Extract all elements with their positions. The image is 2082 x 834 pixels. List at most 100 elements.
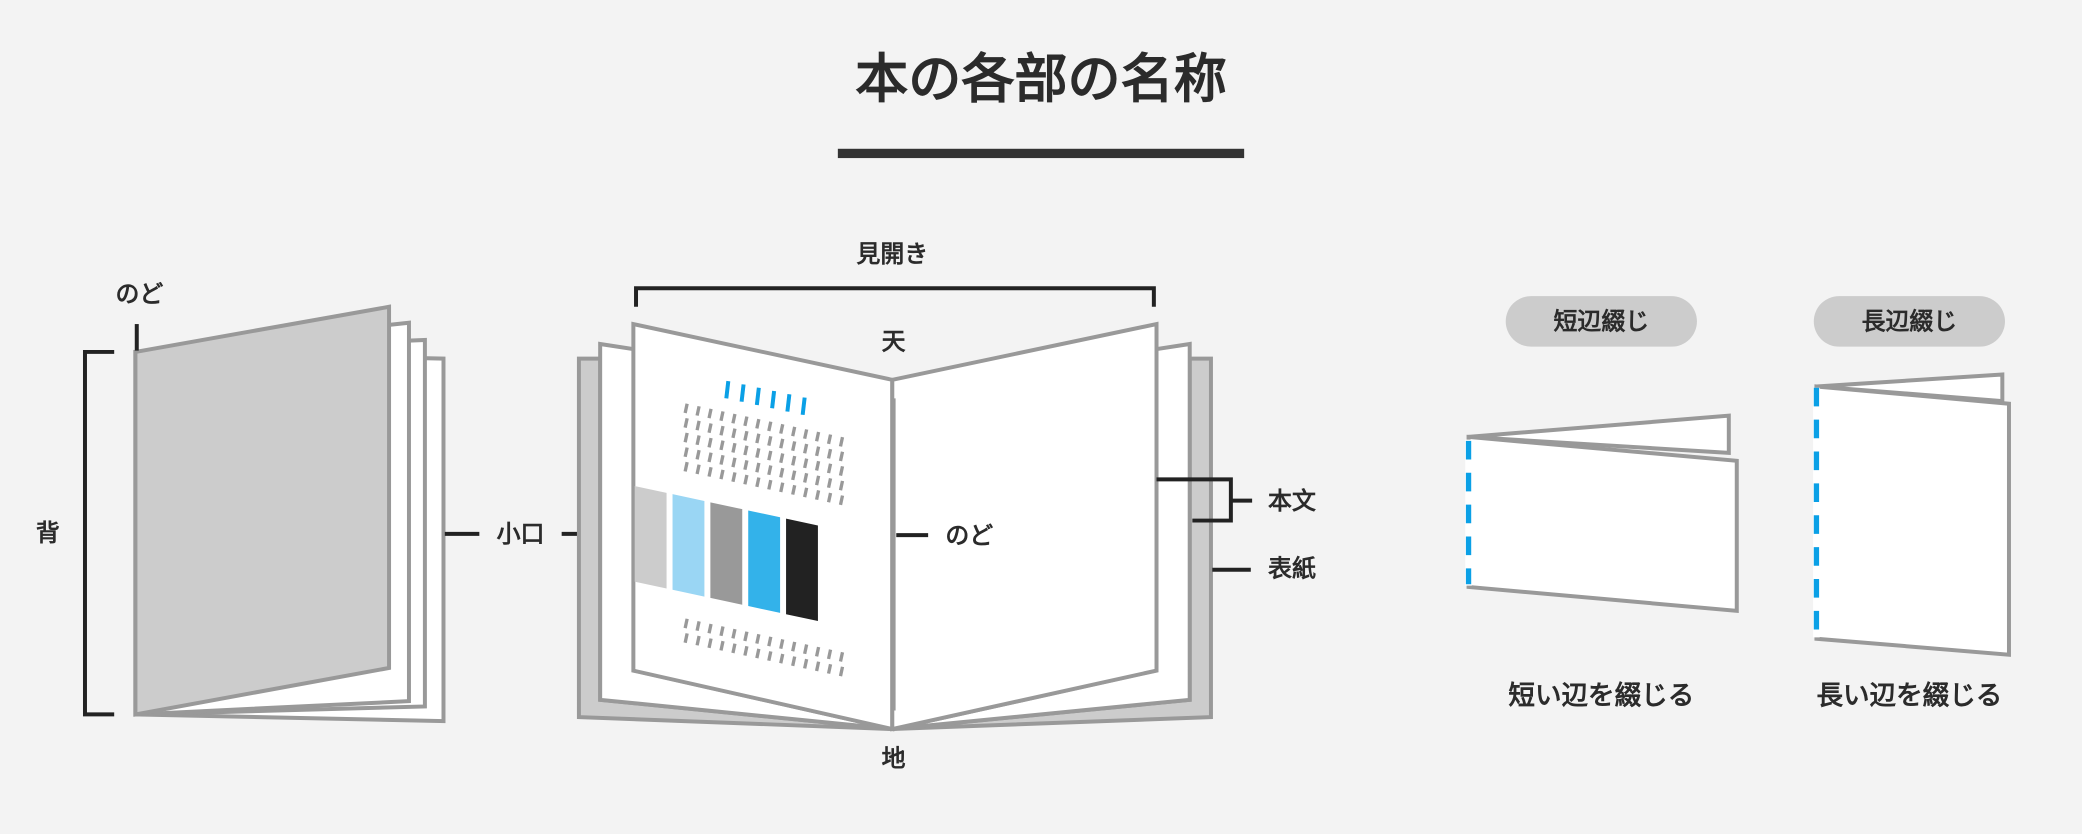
short-edge-badge	[1505, 296, 1697, 347]
text-mark	[814, 646, 821, 657]
text-mark	[767, 465, 773, 476]
text-mark	[683, 633, 689, 644]
text-mark	[770, 390, 777, 409]
spread-bracket	[634, 286, 1156, 307]
label-hyoshi: 表紙	[1268, 555, 1316, 583]
text-mark	[755, 648, 761, 659]
text-mark	[803, 487, 809, 498]
label-chi: 地	[882, 745, 906, 773]
label-se: 背	[36, 519, 60, 547]
text-mark	[779, 453, 785, 464]
text-mark	[743, 430, 749, 441]
text-mark	[803, 644, 809, 655]
text-mark	[826, 649, 833, 660]
text-mark	[731, 628, 737, 639]
text-mark	[719, 640, 725, 651]
text-mark	[743, 460, 749, 471]
text-mark	[814, 490, 821, 501]
label-honbun: 本文	[1268, 487, 1316, 515]
label-nodo: のど	[116, 280, 164, 308]
text-mark	[838, 436, 845, 447]
text-mark	[743, 631, 749, 642]
text-mark	[743, 445, 749, 456]
title-underline	[837, 148, 1245, 159]
text-mark	[803, 429, 809, 440]
text-mark	[791, 455, 797, 466]
text-mark	[767, 450, 773, 461]
text-mark	[695, 405, 701, 416]
text-mark	[755, 462, 761, 473]
color-swatch	[710, 502, 743, 605]
text-mark	[826, 492, 833, 503]
text-mark	[814, 475, 821, 486]
text-mark	[695, 449, 701, 460]
text-mark	[803, 443, 809, 454]
color-swatch	[634, 486, 667, 589]
label-mihiraki: 見開き	[856, 240, 928, 268]
text-mark	[838, 666, 845, 677]
text-mark	[731, 428, 737, 439]
text-mark	[683, 461, 689, 472]
text-mark	[683, 417, 689, 428]
text-mark	[719, 411, 725, 422]
text-mark	[731, 413, 737, 424]
text-mark	[791, 426, 797, 437]
text-mark	[731, 457, 737, 468]
text-mark	[826, 448, 833, 459]
text-mark	[743, 416, 749, 427]
text-mark	[767, 479, 773, 490]
honbun-bracket	[1156, 477, 1233, 523]
text-mark	[707, 466, 713, 477]
text-mark	[838, 651, 845, 662]
text-mark	[683, 403, 689, 414]
text-mark	[719, 454, 725, 465]
text-mark	[743, 474, 749, 485]
page-title: 本の各部の名称	[855, 48, 1227, 110]
label-ten: 天	[882, 328, 906, 356]
long-edge-badge-label: 長辺綴じ	[1862, 308, 1958, 336]
short-edge-caption: 短い辺を綴じる	[1508, 681, 1694, 712]
front-cover	[133, 304, 392, 717]
text-mark	[683, 447, 689, 458]
long-edge-front-page	[1814, 384, 2011, 657]
text-mark	[731, 442, 737, 453]
color-swatch	[672, 494, 705, 597]
color-swatches	[634, 486, 818, 622]
text-mark	[731, 643, 737, 654]
text-mark	[707, 452, 713, 463]
text-mark	[719, 626, 725, 637]
text-mark	[814, 661, 821, 672]
text-mark	[814, 460, 821, 471]
text-mark	[707, 623, 713, 634]
text-mark	[754, 387, 761, 406]
text-mark	[791, 470, 797, 481]
text-mark	[683, 432, 689, 443]
text-mark	[838, 480, 845, 491]
text-mark	[779, 438, 785, 449]
text-mark	[826, 434, 833, 445]
text-mark	[838, 465, 845, 476]
text-mark	[785, 394, 792, 412]
text-mark	[695, 464, 701, 475]
text-mark	[800, 397, 807, 416]
short-edge-back-page	[1468, 413, 1731, 455]
text-mark	[767, 636, 773, 647]
text-mark	[767, 435, 773, 446]
text-mark	[707, 437, 713, 448]
text-mark	[779, 482, 785, 493]
label-nodo-inner: のど	[945, 522, 993, 550]
text-mark	[814, 431, 821, 442]
color-swatch	[748, 510, 781, 613]
text-mark	[724, 380, 731, 399]
text-mark	[755, 448, 761, 458]
text-mark	[767, 651, 773, 662]
long-edge-badge	[1813, 296, 2005, 347]
text-mark	[739, 384, 746, 402]
text-mark	[803, 472, 809, 483]
color-swatch	[786, 518, 818, 622]
open-book: 見開き 天 地 のど 本文 表紙	[576, 240, 1316, 773]
label-koguchi: 小口	[497, 520, 545, 548]
text-mark	[719, 425, 725, 436]
text-mark	[683, 618, 689, 629]
